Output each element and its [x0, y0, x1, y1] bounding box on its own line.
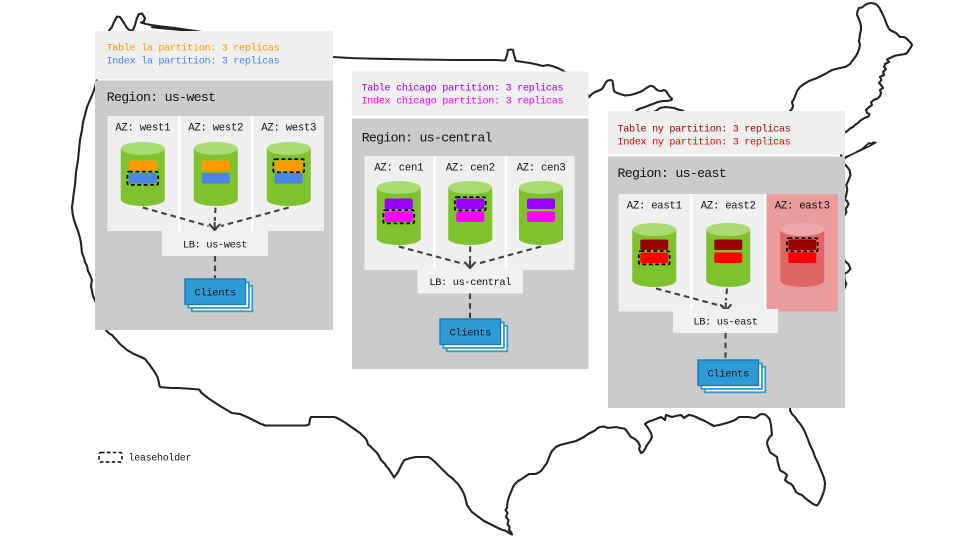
svg-text:Table chicago partition: 3 rep: Table chicago partition: 3 replicas — [362, 83, 564, 95]
svg-text:leaseholder: leaseholder — [129, 453, 192, 465]
svg-text:Table ny partition: 3 replicas: Table ny partition: 3 replicas — [618, 124, 791, 136]
svg-text:Table la partition: 3 replicas: Table la partition: 3 replicas — [107, 43, 280, 55]
svg-text:Clients: Clients — [707, 368, 749, 380]
svg-text:Region: us-central: Region: us-central — [362, 131, 493, 146]
svg-text:LB: us-west: LB: us-west — [183, 240, 247, 252]
svg-text:Clients: Clients — [194, 287, 236, 299]
svg-text:AZ: east1: AZ: east1 — [627, 201, 682, 213]
svg-text:Clients: Clients — [449, 327, 491, 339]
svg-text:LB: us-central: LB: us-central — [429, 277, 511, 289]
svg-text:AZ: west2: AZ: west2 — [188, 123, 243, 135]
svg-text:AZ: east2: AZ: east2 — [701, 201, 756, 213]
svg-text:AZ: cen2: AZ: cen2 — [446, 163, 495, 175]
svg-text:Index la partition: 3 replicas: Index la partition: 3 replicas — [107, 56, 280, 68]
svg-text:AZ: east3: AZ: east3 — [775, 201, 830, 213]
svg-text:Region: us-east: Region: us-east — [618, 166, 727, 181]
svg-text:Index ny partition: 3 replicas: Index ny partition: 3 replicas — [618, 137, 791, 149]
svg-text:AZ: west1: AZ: west1 — [115, 123, 170, 135]
svg-text:Region: us-west: Region: us-west — [107, 90, 216, 105]
svg-text:Index chicago partition: 3 rep: Index chicago partition: 3 replicas — [362, 96, 564, 108]
svg-text:AZ: west3: AZ: west3 — [261, 123, 316, 135]
svg-text:AZ: cen1: AZ: cen1 — [374, 163, 423, 175]
svg-text:AZ: cen3: AZ: cen3 — [517, 163, 566, 175]
svg-text:LB: us-east: LB: us-east — [693, 316, 757, 328]
